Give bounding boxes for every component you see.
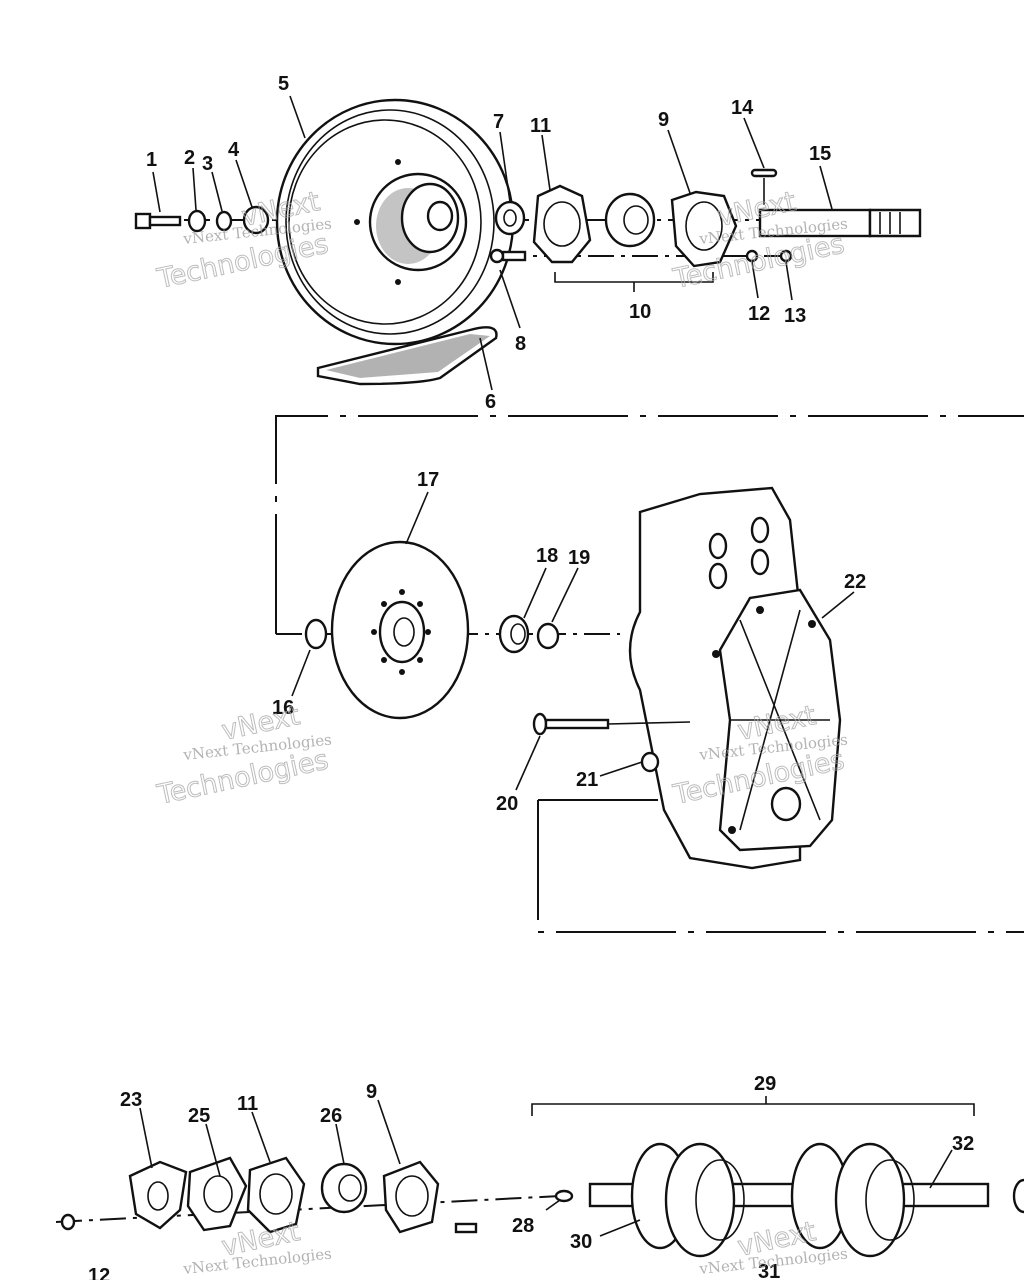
callout-14: 14 [731, 97, 754, 119]
callout-15: 15 [809, 143, 831, 165]
watermarks: vNext vNext Technologies Technologies vN… [154, 186, 849, 1278]
callout-1: 1 [146, 149, 157, 171]
callout-22: 22 [844, 571, 866, 593]
callout-11b: 11 [237, 1093, 258, 1115]
callout-5: 5 [278, 73, 289, 95]
callout-8: 8 [515, 333, 526, 355]
part-bearing [604, 192, 656, 248]
callout-6: 6 [485, 391, 496, 413]
callout-13: 13 [784, 305, 806, 327]
part-5-pulley [275, 98, 515, 346]
part-7-washer [494, 200, 526, 236]
part-12b-nut [60, 1213, 76, 1231]
part-26-bearing [320, 1162, 368, 1214]
callout-28: 28 [512, 1215, 534, 1237]
watermark-mid-left: vNext vNext Technologies Technologies [154, 700, 333, 812]
callout-31: 31 [758, 1261, 780, 1280]
part-19-ring [536, 622, 560, 650]
callout-3: 3 [202, 153, 213, 175]
callout-25: 25 [188, 1105, 210, 1127]
part-22-chaincase [628, 486, 842, 870]
callouts: 1 2 3 4 5 6 7 8 9 10 11 12 13 14 15 16 1… [88, 73, 974, 1280]
part-18-bushing [498, 614, 530, 654]
callout-18: 18 [536, 545, 558, 567]
callout-16: 16 [272, 697, 294, 719]
callout-12: 12 [748, 303, 770, 325]
part-25-gasket [186, 1156, 248, 1232]
part-1-bolt [134, 212, 182, 230]
callout-17: 17 [417, 469, 439, 491]
callout-32: 32 [952, 1133, 974, 1155]
callout-20: 20 [496, 793, 518, 815]
part-8-bolt [489, 248, 527, 264]
top-assembly [134, 95, 922, 391]
part-13-lockwasher [779, 249, 793, 263]
part-9-flange [670, 190, 738, 268]
callout-9: 9 [658, 109, 669, 131]
part-17-disc [330, 540, 470, 720]
part-23-flange [128, 1160, 188, 1230]
part-9b-flange [382, 1160, 440, 1234]
callout-19: 19 [568, 547, 590, 569]
part-16-retaining-ring [304, 618, 328, 650]
callout-23: 23 [120, 1089, 142, 1111]
callout-4: 4 [228, 139, 240, 161]
part-14-key [750, 168, 778, 178]
callout-26: 26 [320, 1105, 342, 1127]
callout-11: 11 [530, 115, 551, 137]
part-4-spacer [242, 205, 270, 235]
callout-30: 30 [570, 1231, 592, 1253]
part-11-flange [532, 184, 592, 264]
part-32-axle [588, 1142, 1024, 1258]
part-15-shaft [758, 208, 922, 238]
callout-9b: 9 [366, 1081, 377, 1103]
callout-7: 7 [493, 111, 504, 133]
middle-assembly [276, 486, 855, 870]
callout-2: 2 [184, 147, 195, 169]
part-20-bolt [532, 712, 610, 736]
part-3-washer [215, 210, 233, 232]
part-21-nut [640, 751, 660, 773]
bottom-assembly [55, 1096, 1024, 1258]
part-12-nut [745, 249, 759, 263]
part-2-washer [187, 209, 207, 233]
callout-21: 21 [576, 769, 598, 791]
part-6-belt [316, 326, 498, 386]
part-28-cap [554, 1189, 574, 1203]
callout-10: 10 [629, 301, 651, 323]
callout-29: 29 [754, 1073, 776, 1095]
part-11b-flange [246, 1156, 306, 1234]
callout-12b: 12 [88, 1265, 110, 1280]
